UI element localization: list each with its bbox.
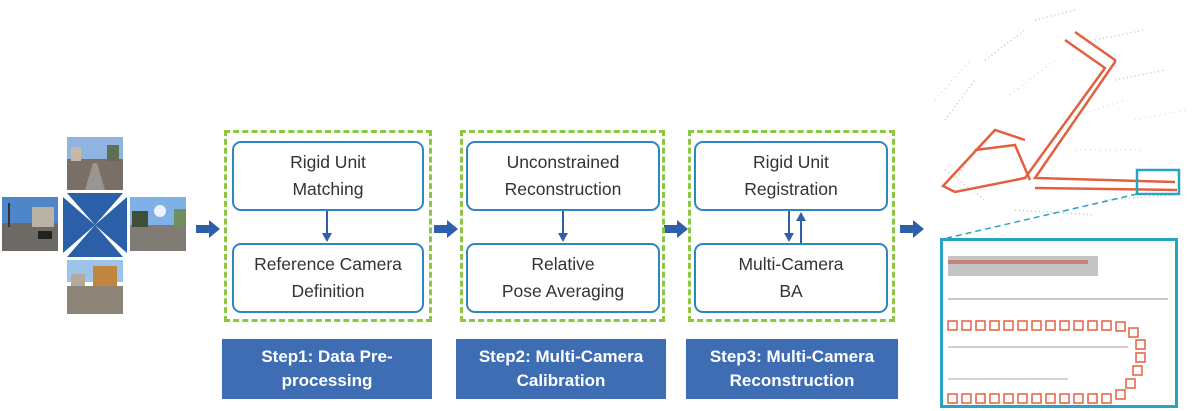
camera-image-right — [130, 197, 186, 251]
rigid-unit-matching-text: Rigid Unit Matching — [290, 152, 366, 199]
step2-down-arrow — [558, 211, 568, 242]
rigid-unit-registration-box: Rigid Unit Registration — [694, 141, 888, 211]
reference-camera-definition-box: Reference Camera Definition — [232, 243, 424, 313]
map-point-cloud — [934, 9, 1186, 216]
inset-point-cloud — [948, 256, 1168, 380]
step1-label-text: Step1: Data Pre- processing — [261, 347, 393, 390]
rigid-unit-matching-box: Rigid Unit Matching — [232, 141, 424, 211]
step3-label: Step3: Multi-Camera Reconstruction — [686, 339, 898, 399]
reference-camera-definition-text: Reference Camera Definition — [254, 254, 402, 301]
step1-frame — [224, 130, 432, 322]
step3-bidirectional-arrows — [784, 211, 806, 243]
flow-arrow-4 — [900, 220, 924, 238]
unconstrained-reconstruction-box: Unconstrained Reconstruction — [466, 141, 660, 211]
camera-image-left — [2, 197, 58, 251]
map-trajectory — [940, 30, 1178, 194]
camera-rig — [0, 135, 186, 315]
relative-pose-averaging-box: Relative Pose Averaging — [466, 243, 660, 313]
step3-frame — [688, 130, 895, 322]
step1-down-arrow — [322, 211, 332, 242]
rig-center-icon — [63, 193, 127, 257]
zoom-inset — [940, 238, 1178, 408]
step1-label: Step1: Data Pre- processing — [222, 339, 432, 399]
flow-arrow-1 — [196, 220, 220, 238]
map-zoom-region — [1135, 168, 1181, 196]
flow-arrow-3 — [664, 220, 688, 238]
step3-label-text: Step3: Multi-Camera Reconstruction — [709, 347, 875, 390]
step2-label: Step2: Multi-Camera Calibration — [456, 339, 666, 399]
reconstruction-map — [934, 9, 1186, 239]
step2-frame — [460, 130, 665, 322]
unconstrained-reconstruction-text: Unconstrained Reconstruction — [504, 152, 622, 199]
multi-camera-ba-text: Multi-Camera BA — [738, 254, 844, 301]
relative-pose-averaging-text: Relative Pose Averaging — [501, 254, 625, 301]
rigid-unit-registration-text: Rigid Unit Registration — [744, 152, 838, 199]
multi-camera-ba-box: Multi-Camera BA — [694, 243, 888, 313]
camera-image-back — [67, 260, 123, 314]
camera-image-front — [67, 137, 123, 190]
step2-label-text: Step2: Multi-Camera Calibration — [478, 347, 644, 390]
inset-camera-poses — [947, 320, 1146, 404]
flow-arrow-2 — [434, 220, 458, 238]
